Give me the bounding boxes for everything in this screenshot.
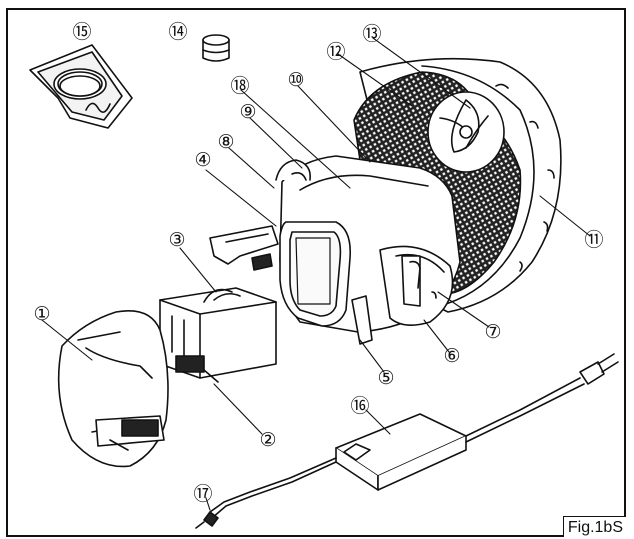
callout-numbers: ① ② ③ ④ ⑤ ⑥ ⑦ ⑧ ⑨ ⑩ ⑪ ⑫ ⑬ ⑭ ⑮ ⑯ ⑰ ⑱ (33, 21, 603, 505)
part-12-propeller (427, 91, 505, 173)
callout-2: ② (259, 430, 276, 451)
callout-16: ⑯ (350, 395, 369, 417)
callout-13: ⑬ (362, 23, 381, 45)
leader-lines (41, 37, 591, 511)
charger-cables (209, 377, 585, 519)
callout-9: ⑨ (239, 102, 256, 123)
callout-5: ⑤ (377, 368, 394, 389)
part-4-left-handle (209, 225, 279, 271)
callout-7: ⑦ (484, 322, 501, 343)
callout-6: ⑥ (443, 346, 460, 367)
callout-10: ⑩ (287, 70, 304, 91)
part-15-cover-with-ring (29, 44, 133, 129)
callout-17: ⑰ (193, 483, 212, 505)
callout-18: ⑱ (230, 75, 249, 97)
part-17-connector (195, 511, 219, 529)
callout-1: ① (33, 304, 50, 325)
callout-4: ④ (194, 150, 211, 171)
callout-12: ⑫ (326, 41, 345, 63)
callout-11: ⑪ (584, 229, 603, 251)
callout-14: ⑭ (168, 21, 187, 43)
callout-15: ⑮ (72, 21, 91, 43)
part-3-battery-pack (159, 287, 277, 383)
callout-3: ③ (168, 230, 185, 251)
callout-8: ⑧ (217, 132, 234, 153)
figure-label: Fig.1bS (562, 516, 626, 537)
part-14-grease-jar (202, 34, 230, 62)
part-16-charger (335, 413, 467, 491)
figure-frame (6, 8, 626, 537)
part-6-right-grip (379, 245, 454, 326)
part-1-nose-cone (57, 310, 169, 468)
part-5-front-window-frame (279, 221, 352, 327)
power-plug-icon (579, 353, 619, 385)
part-5-latch (351, 295, 373, 345)
